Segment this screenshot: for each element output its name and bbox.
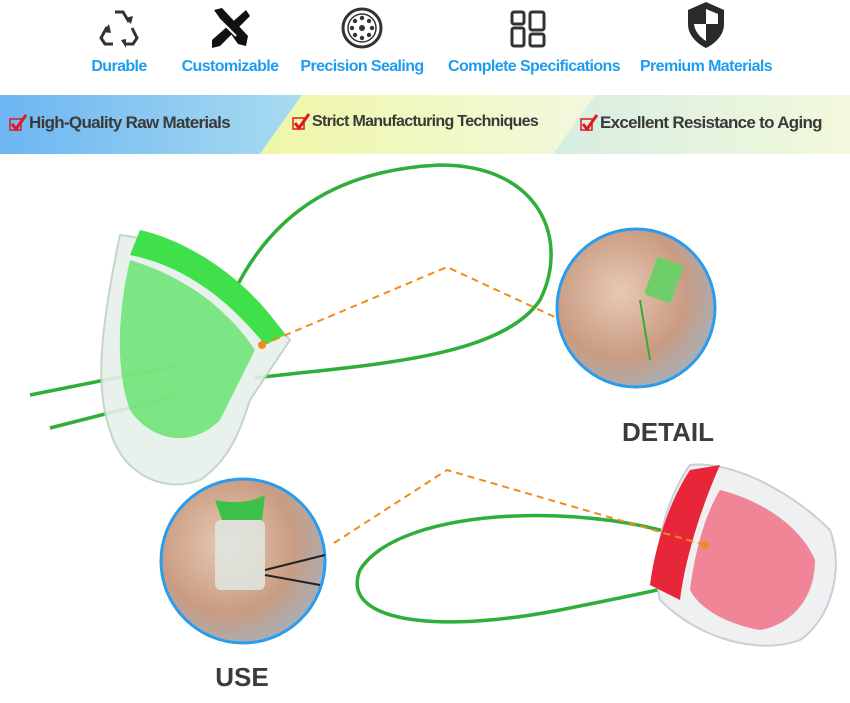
checkbox-check-icon	[292, 113, 310, 131]
benefit-label: High-Quality Raw Materials	[29, 113, 231, 132]
benefits-band	[0, 95, 850, 154]
feature-label: Customizable	[181, 58, 279, 75]
use-photo	[159, 477, 327, 645]
recycle-icon	[99, 10, 139, 48]
feature-label: Complete Specifications	[448, 58, 621, 75]
checkbox-check-icon	[580, 114, 598, 132]
use-caption: USE	[215, 662, 269, 692]
feature-precision-sealing: Precision Sealing	[282, 0, 442, 75]
benefit-aging-resistance: Excellent Resistance to Aging	[580, 113, 823, 133]
shield-icon	[688, 2, 724, 48]
callout-lines	[261, 265, 706, 546]
detail-caption: DETAIL	[622, 417, 714, 447]
feature-customizable: Customizable	[150, 0, 310, 75]
callout-dot	[701, 541, 709, 549]
feature-label: Premium Materials	[639, 58, 773, 75]
feature-premium-materials: Premium Materials	[626, 0, 786, 75]
benefit-manufacturing: Strict Manufacturing Techniques	[292, 113, 539, 131]
seal-disc-icon	[341, 7, 383, 49]
callout-dot	[258, 341, 266, 349]
benefit-label: Excellent Resistance to Aging	[600, 113, 823, 132]
feature-durable: Durable	[39, 0, 199, 75]
benefit-label: Strict Manufacturing Techniques	[312, 113, 539, 130]
red-seal-wire	[355, 513, 706, 624]
benefit-raw-materials: High-Quality Raw Materials	[9, 113, 231, 133]
feature-complete-specifications: Complete Specifications	[448, 0, 621, 75]
feature-label: Durable	[91, 58, 147, 75]
green-seal	[100, 230, 292, 486]
grid-icon	[510, 10, 546, 48]
red-seal	[650, 463, 837, 647]
detail-photo	[555, 227, 717, 389]
feature-label: Precision Sealing	[300, 58, 424, 75]
checkbox-check-icon	[9, 114, 27, 132]
pencil-ruler-icon	[212, 8, 250, 48]
